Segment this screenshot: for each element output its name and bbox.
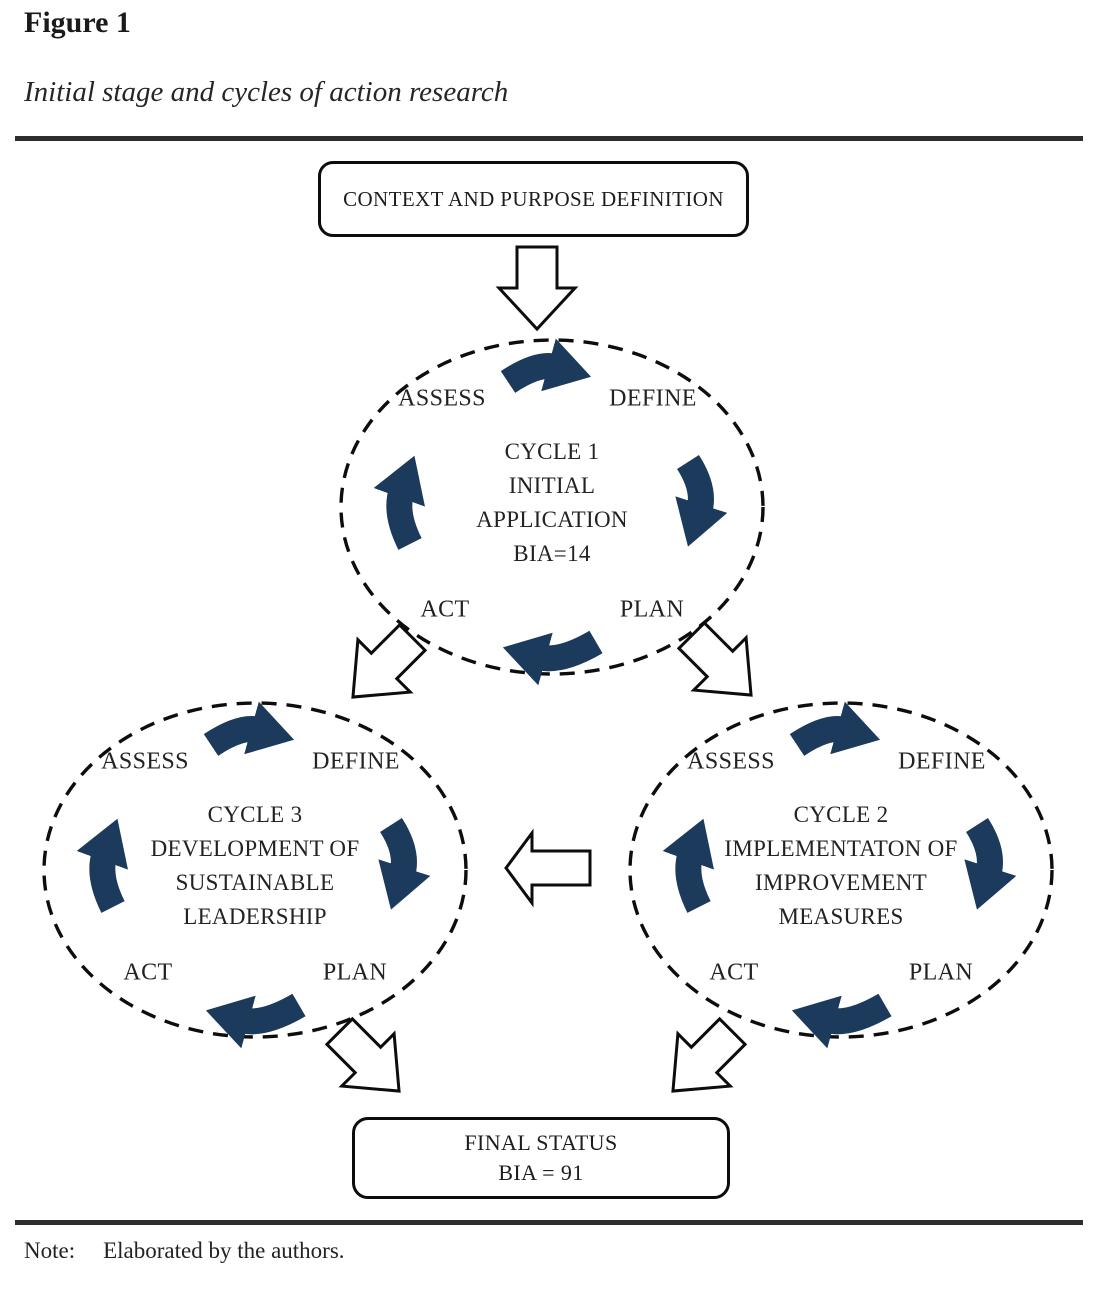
cycle-3-stage-plan: PLAN (322, 959, 388, 986)
cycle-3-title-line: DEVELOPMENT OF (150, 836, 360, 861)
cycle-2-title: CYCLE 2 IMPLEMENTATON OF IMPROVEMENT MEA… (671, 798, 1011, 934)
context-purpose-label: CONTEXT AND PURPOSE DEFINITION (343, 186, 724, 211)
cycle-1-title: CYCLE 1 INITIAL APPLICATION BIA=14 (382, 435, 722, 571)
down-left-arrow-icon (351, 622, 428, 699)
cycle-1-stage-plan: PLAN (619, 596, 685, 623)
final-status-line1: FINAL STATUS (464, 1130, 618, 1155)
cycle-3-title-line: CYCLE 3 (207, 802, 303, 827)
cycle-2-stage-plan: PLAN (908, 959, 974, 986)
cycle-1-title-line: APPLICATION (476, 507, 628, 532)
cycle-2-title-line: IMPLEMENTATON OF (724, 836, 958, 861)
cycle-3-title: CYCLE 3 DEVELOPMENT OF SUSTAINABLE LEADE… (85, 798, 425, 934)
down-arrow-icon (495, 245, 579, 332)
cycle-1-title-line: BIA=14 (513, 541, 591, 566)
cycle-3-title-line: SUSTAINABLE (175, 870, 335, 895)
divider-bottom (15, 1220, 1083, 1225)
figure-caption: Initial stage and cycles of action resea… (24, 76, 509, 108)
cycle-1-title-line: CYCLE 1 (504, 439, 600, 464)
cycle-2-stage-define: DEFINE (898, 748, 986, 775)
cycle-1-stage-assess: ASSESS (398, 385, 486, 412)
down-left-arrow-icon (671, 1016, 748, 1093)
final-status-line2: BIA = 91 (498, 1160, 584, 1185)
final-status-box: FINAL STATUS BIA = 91 (352, 1117, 730, 1199)
cycle-2-title-line: IMPROVEMENT (755, 870, 927, 895)
cycle-2-title-line: CYCLE 2 (793, 802, 889, 827)
note-label: Note: (24, 1238, 76, 1263)
cycle-3-title-line: LEADERSHIP (183, 904, 327, 929)
note-text: Elaborated by the authors. (103, 1238, 345, 1263)
down-right-arrow-icon (324, 1016, 401, 1093)
cycle-1: ASSESS DEFINE ACT PLAN CYCLE 1 INITIAL A… (332, 332, 772, 682)
figure-label: Figure 1 (24, 6, 131, 39)
context-purpose-box: CONTEXT AND PURPOSE DEFINITION (318, 161, 749, 237)
cycle-2: ASSESS DEFINE ACT PLAN CYCLE 2 IMPLEMENT… (621, 695, 1061, 1045)
cycle-2-stage-assess: ASSESS (687, 748, 775, 775)
divider-top (15, 136, 1083, 141)
figure-note: Note: Elaborated by the authors. (24, 1238, 345, 1264)
cycle-3-stage-act: ACT (123, 959, 173, 986)
cycle-2-stage-act: ACT (709, 959, 759, 986)
left-arrow-icon (504, 828, 592, 908)
cycle-3-stage-define: DEFINE (312, 748, 400, 775)
cycle-3-stage-assess: ASSESS (101, 748, 189, 775)
down-right-arrow-icon (676, 620, 753, 697)
cycle-3: ASSESS DEFINE ACT PLAN CYCLE 3 DEVELOPME… (35, 695, 475, 1045)
cycle-2-title-line: MEASURES (778, 904, 904, 929)
cycle-1-stage-act: ACT (420, 596, 470, 623)
cycle-1-title-line: INITIAL (508, 473, 596, 498)
cycle-1-stage-define: DEFINE (609, 385, 697, 412)
